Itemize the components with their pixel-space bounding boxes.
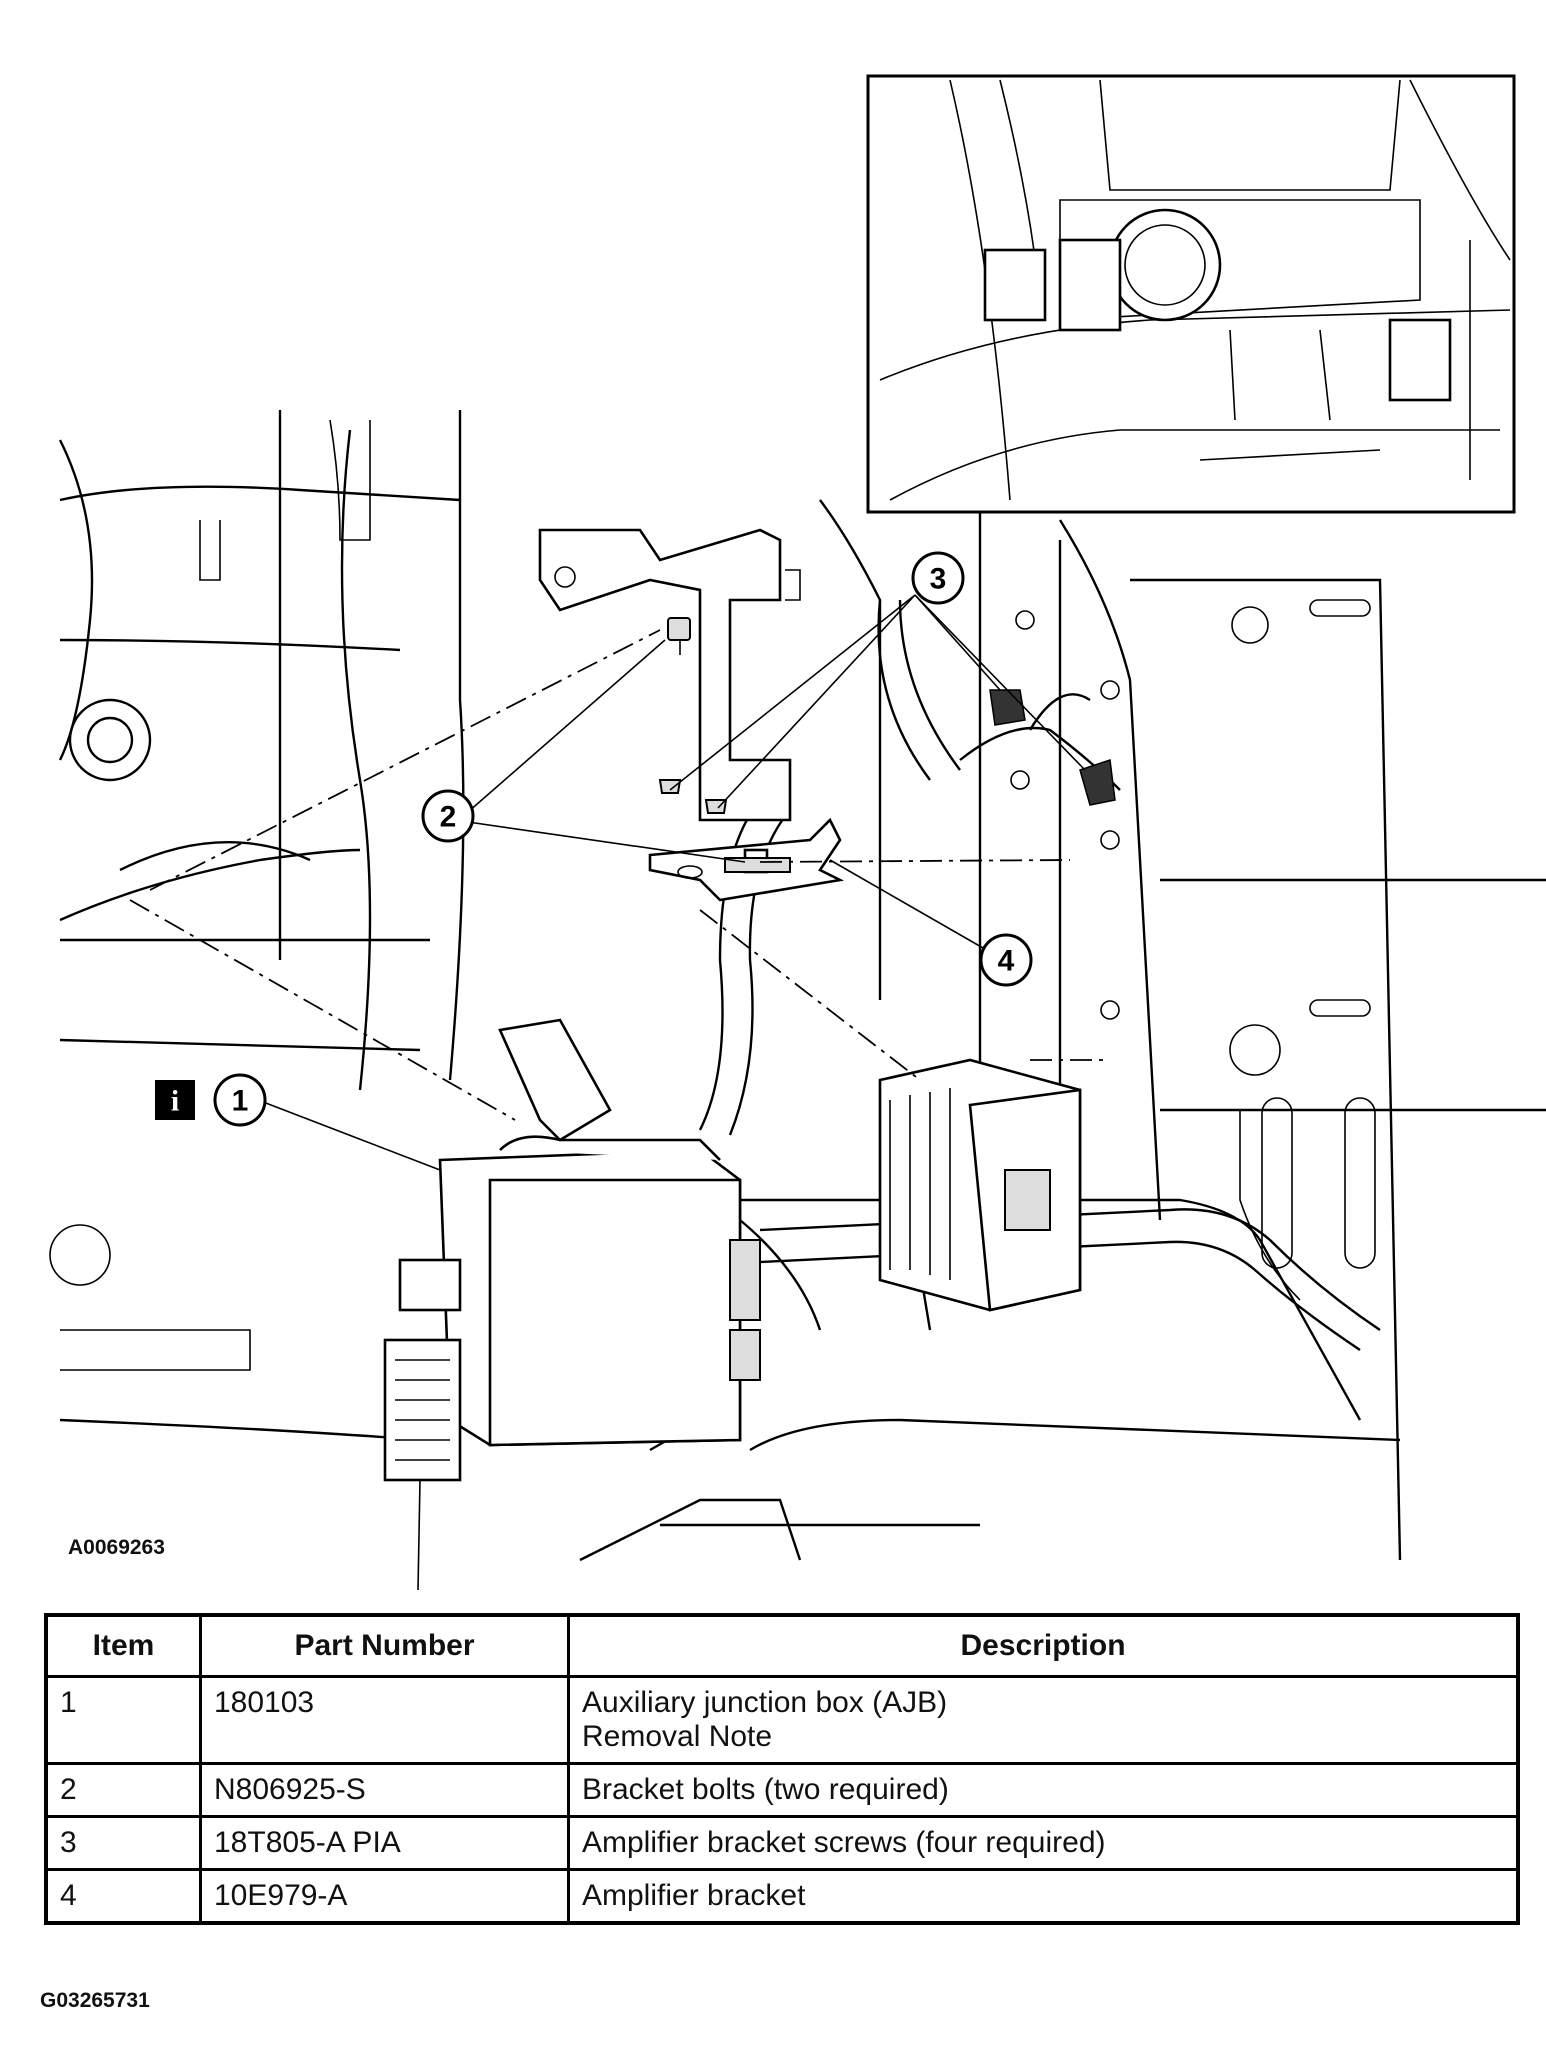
svg-text:i: i: [171, 1085, 179, 1118]
description-line: Auxiliary junction box (AJB): [582, 1686, 948, 1719]
amplifier-bracket: [538, 528, 845, 902]
item-cell: 4: [44, 1868, 202, 1925]
svg-text:2: 2: [440, 801, 457, 834]
bracket-bolt: [667, 617, 691, 641]
amplifier-bracket-screw: [658, 779, 682, 794]
table-row: 1 180103 Auxiliary junction box (AJB) Re…: [44, 1675, 1520, 1765]
part-number-cell: 18T805-A PIA: [199, 1815, 570, 1871]
callout-4: 4: [979, 933, 1033, 987]
description-line: Bracket bolts (two required): [582, 1773, 949, 1806]
amplifier-bracket-screw: [704, 799, 728, 814]
callout-1: 1: [213, 1073, 267, 1127]
svg-text:1: 1: [232, 1085, 249, 1118]
auxiliary-junction-box: [383, 1018, 761, 1591]
description-cell: Bracket bolts (two required): [567, 1762, 1520, 1818]
inset-detail-view: [866, 74, 1516, 514]
item-cell: 2: [44, 1762, 202, 1818]
parts-table: Item Part Number Description 1 180103 Au…: [44, 1613, 1520, 1925]
description-line: Amplifier bracket screws (four required): [582, 1826, 1106, 1859]
audio-amplifier: [878, 1058, 1082, 1312]
description-cell: Amplifier bracket screws (four required): [567, 1815, 1520, 1871]
table-header-row: Item Part Number Description: [44, 1613, 1520, 1678]
info-badge: i: [155, 1080, 195, 1120]
part-number-cell: N806925-S: [199, 1762, 570, 1818]
removal-note-link[interactable]: Removal Note: [582, 1720, 773, 1753]
part-number-cell: 180103: [199, 1675, 570, 1765]
alignment-lines: [129, 629, 1110, 1121]
header-description: Description: [567, 1613, 1520, 1678]
callout-3: 3: [911, 551, 965, 605]
table-row: 3 18T805-A PIA Amplifier bracket screws …: [44, 1815, 1520, 1871]
callout-leaders: [257, 594, 1086, 1171]
item-cell: 3: [44, 1815, 202, 1871]
part-number-cell: 10E979-A: [199, 1868, 570, 1925]
table-row: 2 N806925-S Bracket bolts (two required): [44, 1762, 1520, 1818]
description-cell: Auxiliary junction box (AJB) Removal Not…: [567, 1675, 1520, 1765]
document-code: G03265731: [40, 1989, 150, 2012]
item-cell: 1: [44, 1675, 202, 1765]
header-part-number: Part Number: [199, 1613, 570, 1678]
svg-text:4: 4: [998, 945, 1015, 978]
description-cell: Amplifier bracket: [567, 1868, 1520, 1925]
svg-text:3: 3: [930, 563, 947, 596]
figure-code: A0069263: [68, 1536, 165, 1559]
callout-2: 2: [421, 789, 475, 843]
exploded-view-illustration: i 1 2 3 4: [49, 74, 1546, 1591]
removed-connector: [498, 1018, 612, 1142]
description-line: Amplifier bracket: [582, 1879, 806, 1912]
table-row: 4 10E979-A Amplifier bracket: [44, 1868, 1520, 1925]
header-item: Item: [44, 1613, 202, 1678]
